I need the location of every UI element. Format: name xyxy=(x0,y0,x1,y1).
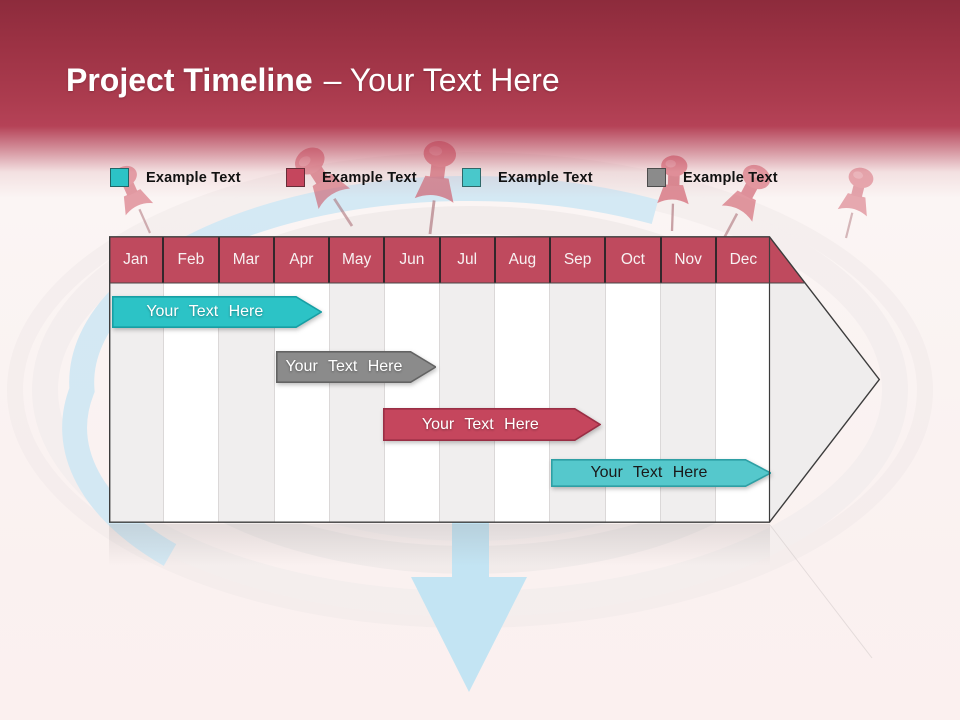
legend-item[interactable]: Example Text xyxy=(647,168,778,187)
gantt-bar[interactable]: Your Text Here xyxy=(111,296,322,328)
gantt-bar-label: Your Text Here xyxy=(146,303,264,320)
legend-label: Example Text xyxy=(146,169,241,186)
gantt-bar-label: Your Text Here xyxy=(285,358,403,375)
legend: Example Text Example Text Example Text E… xyxy=(0,168,960,192)
legend-label: Example Text xyxy=(498,169,593,186)
down-arrow-graphic xyxy=(411,498,527,692)
gantt-bar-label: Your Text Here xyxy=(421,415,539,433)
legend-swatch-teal xyxy=(110,168,129,187)
gantt-bar[interactable]: Your Text Here xyxy=(275,351,437,383)
timeline-chart: Jan Feb Mar Apr May Jun Jul Aug Sep Oct … xyxy=(100,230,890,530)
arrowhead-reflection-line xyxy=(769,524,873,659)
chart-reflection xyxy=(109,524,770,566)
title-bold-text: Project Timeline xyxy=(66,62,313,98)
legend-item[interactable]: Example Text xyxy=(286,168,417,187)
legend-swatch-gray xyxy=(647,168,666,187)
legend-item[interactable]: Example Text xyxy=(110,168,241,187)
gantt-bar-label: Your Text Here xyxy=(590,464,708,481)
legend-swatch-teal-2 xyxy=(462,168,481,187)
legend-label: Example Text xyxy=(683,169,778,186)
title-regular-text: – Your Text Here xyxy=(323,62,560,98)
legend-item[interactable]: Example Text xyxy=(462,168,593,187)
legend-label: Example Text xyxy=(322,169,417,186)
gantt-bar[interactable]: Your Text Here xyxy=(383,408,602,441)
slide-title[interactable]: Project Timeline – Your Text Here xyxy=(66,60,560,100)
gantt-bar[interactable]: Your Text Here xyxy=(550,459,772,487)
legend-swatch-red xyxy=(286,168,305,187)
pushpin-icon xyxy=(655,153,692,233)
